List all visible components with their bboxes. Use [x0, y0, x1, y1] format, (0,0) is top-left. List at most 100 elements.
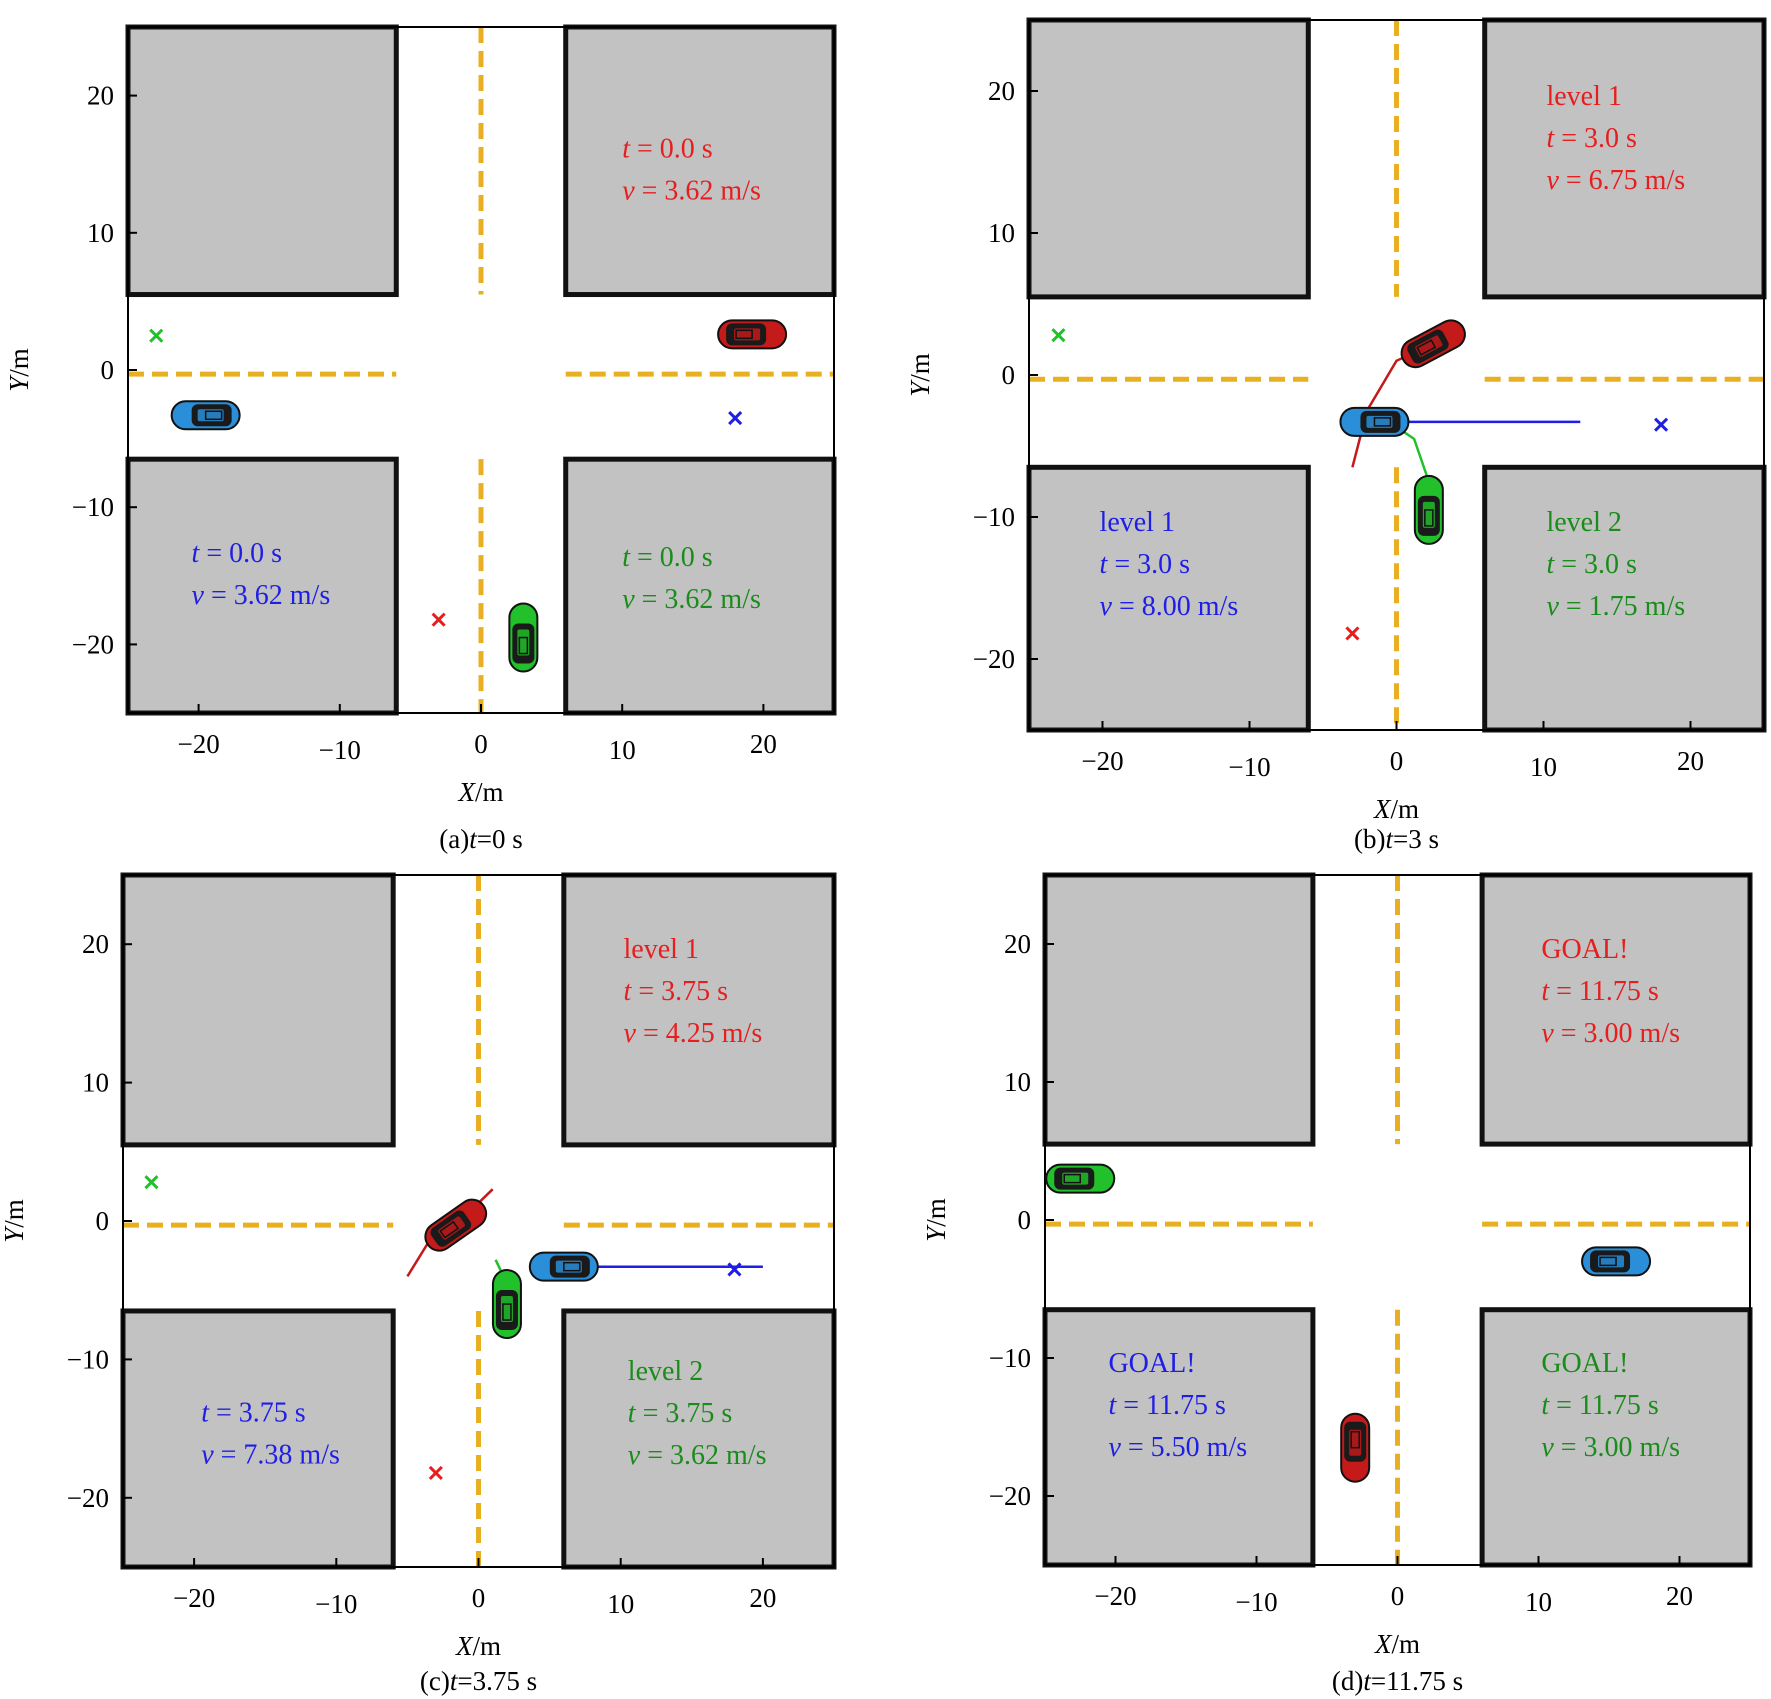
- info-text-value: = 3.62 m/s: [640, 1440, 766, 1471]
- building-block: [563, 456, 837, 716]
- x-tick-label: −10: [315, 1589, 357, 1619]
- goal-marker: [144, 1175, 159, 1190]
- y-axis-label-var: Y: [0, 1225, 29, 1243]
- info-text-var: v: [1546, 591, 1559, 622]
- info-text-value: = 6.75 m/s: [1559, 165, 1685, 196]
- info-text-line: GOAL!: [1108, 1348, 1195, 1379]
- y-tick-label: −10: [67, 1344, 109, 1374]
- x-axis-label-var: X: [1373, 794, 1392, 824]
- info-text-line: t = 11.75 s: [1108, 1390, 1225, 1421]
- building-block: [125, 24, 399, 298]
- y-axis-label: Y/m: [905, 353, 935, 397]
- info-text-prefix: GOAL!: [1108, 1348, 1195, 1379]
- car-icon: [1413, 474, 1444, 545]
- info-text-line: t = 0.0 s: [622, 542, 712, 573]
- y-tick-label: −20: [973, 644, 1015, 674]
- y-tick-label: 20: [988, 76, 1015, 106]
- info-text-prefix: level 2: [628, 1356, 703, 1387]
- info-text-value: = 5.50 m/s: [1121, 1432, 1247, 1463]
- building-block: [1026, 464, 1311, 733]
- info-text-line: v = 7.38 m/s: [201, 1440, 340, 1471]
- building-block: [563, 24, 837, 298]
- info-text-var: t: [1546, 123, 1555, 154]
- info-text-value: = 3.75 s: [636, 1398, 733, 1429]
- info-text-line: t = 3.75 s: [624, 976, 728, 1007]
- building-block: [1479, 872, 1753, 1147]
- info-text-line: t = 11.75 s: [1541, 976, 1658, 1007]
- info-text-value: = 3.62 m/s: [635, 175, 761, 206]
- car-icon: [1045, 1163, 1116, 1194]
- x-axis-label-var: X: [457, 777, 476, 807]
- x-tick-label: −10: [1228, 752, 1270, 782]
- y-axis-label-unit: /m: [4, 348, 34, 377]
- building-block: [1042, 872, 1316, 1147]
- y-axis-label-unit: /m: [921, 1198, 951, 1227]
- info-text-var: t: [1546, 549, 1555, 580]
- info-text-line: level 1: [624, 934, 699, 965]
- info-text-value: = 3.0 s: [1554, 123, 1637, 154]
- info-text-value: = 7.38 m/s: [214, 1440, 340, 1471]
- x-axis-label: X/m: [455, 1631, 501, 1661]
- info-text-value: = 3.75 s: [631, 976, 728, 1007]
- y-axis-label-var: Y: [4, 374, 34, 392]
- info-text-value: = 0.0 s: [630, 133, 713, 164]
- building-block: [561, 872, 837, 1148]
- info-text-value: = 0.0 s: [199, 538, 282, 569]
- info-text-var: t: [622, 542, 631, 573]
- building-block: [1482, 464, 1767, 733]
- goal-marker: [428, 1465, 443, 1480]
- info-text-value: = 11.75 s: [1549, 1390, 1659, 1421]
- info-text-value: = 1.75 m/s: [1559, 591, 1685, 622]
- x-tick-label: 20: [1666, 1581, 1693, 1611]
- caption-suffix: =3 s: [1393, 824, 1439, 854]
- car-icon: [1400, 319, 1466, 369]
- x-tick-label: 20: [1677, 746, 1704, 776]
- goal-marker: [149, 328, 164, 343]
- info-text-line: level 2: [1546, 507, 1621, 538]
- info-text-line: level 1: [1546, 81, 1621, 112]
- y-tick-label: −10: [989, 1343, 1031, 1373]
- x-tick-label: 20: [749, 1583, 776, 1613]
- y-tick-label: 20: [1004, 929, 1031, 959]
- info-text-line: v = 3.00 m/s: [1541, 1018, 1680, 1049]
- info-text-line: v = 3.62 m/s: [622, 175, 761, 206]
- info-text-line: v = 3.62 m/s: [622, 584, 761, 615]
- info-text-var: t: [624, 976, 633, 1007]
- y-tick-label: 20: [87, 81, 114, 111]
- info-text-value: = 0.0 s: [630, 542, 713, 573]
- info-text-line: t = 3.0 s: [1100, 549, 1190, 580]
- caption-prefix: (b): [1354, 824, 1385, 854]
- info-text-prefix: level 1: [1546, 81, 1621, 112]
- x-tick-label: 0: [472, 1583, 486, 1613]
- x-axis-label-unit: /m: [1391, 1629, 1420, 1659]
- y-tick-label: −20: [989, 1481, 1031, 1511]
- info-text-value: = 3.62 m/s: [635, 584, 761, 615]
- info-text-var: t: [628, 1398, 637, 1429]
- info-text-line: level 1: [1100, 507, 1175, 538]
- x-tick-label: −20: [1094, 1581, 1136, 1611]
- info-text-value: = 11.75 s: [1116, 1390, 1226, 1421]
- car-icon: [491, 1269, 522, 1340]
- x-axis-label-unit: /m: [1390, 794, 1419, 824]
- y-tick-label: −20: [67, 1483, 109, 1513]
- y-axis-label-var: Y: [905, 379, 935, 397]
- x-tick-label: 0: [474, 729, 488, 759]
- y-tick-label: 0: [96, 1206, 110, 1236]
- goal-marker: [1051, 328, 1066, 343]
- x-axis-label-unit: /m: [472, 1631, 501, 1661]
- y-tick-label: 10: [1004, 1067, 1031, 1097]
- info-text-prefix: level 1: [1100, 507, 1175, 538]
- building-block: [120, 872, 396, 1148]
- x-axis-label: X/m: [457, 777, 503, 807]
- y-tick-label: −10: [973, 502, 1015, 532]
- x-tick-label: 10: [1525, 1587, 1552, 1617]
- info-text-line: t = 0.0 s: [192, 538, 282, 569]
- car-icon: [508, 602, 539, 673]
- x-axis-label-var: X: [455, 1631, 474, 1661]
- y-axis-label-unit: /m: [905, 353, 935, 382]
- building-block: [120, 1308, 396, 1570]
- info-text-prefix: GOAL!: [1541, 1348, 1628, 1379]
- info-text-value: = 3.62 m/s: [204, 580, 330, 611]
